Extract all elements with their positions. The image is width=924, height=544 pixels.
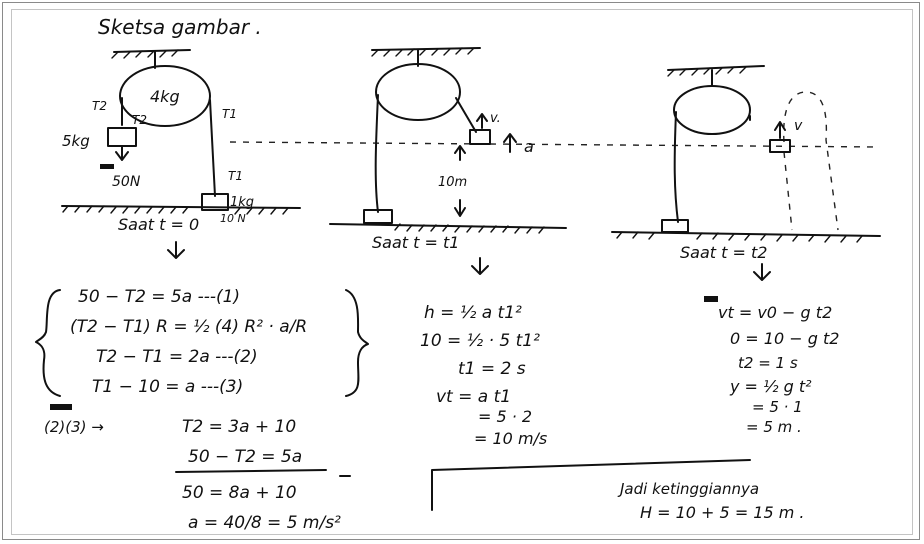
- conclusion-bracket: [431, 459, 751, 511]
- kinematics-right: vt = v0 − g t2 0 = 10 − g t2 t2 = 1 s y …: [704, 296, 839, 436]
- block-rising: [469, 129, 491, 145]
- pulley-1: [119, 65, 211, 127]
- rope-left-3: [673, 111, 679, 223]
- diagram-state-t1: v. a 10m Saat t = t1: [329, 47, 567, 275]
- equation-torque: (T2 − T1) R = ½ (4) R² · a/R: [70, 317, 307, 337]
- svg-text:T2: T2: [92, 99, 107, 113]
- middle-eq-3: t1 = 2 s: [458, 359, 526, 379]
- right-eq-2: 0 = 10 − g t2: [730, 329, 839, 348]
- arrow-down-3: [753, 263, 771, 281]
- floor-3: [611, 231, 881, 237]
- kinematics-middle: h = ½ a t1² 10 = ½ · 5 t1² t1 = 2 s vt =…: [420, 303, 547, 448]
- right-eq-5: = 5 · 1: [752, 398, 803, 416]
- derivation-left: (2)(3) → T2 = 3a + 10 50 − T2 = 5a 50 = …: [44, 404, 351, 533]
- height-label: 10m: [438, 175, 467, 190]
- velocity-label-2: v.: [490, 111, 501, 126]
- block-top: [769, 139, 791, 153]
- block-5kg: [107, 127, 137, 147]
- svg-text:T1: T1: [222, 107, 237, 121]
- block-ground-3: [661, 219, 689, 233]
- right-brace: [345, 289, 369, 397]
- pulley-mass-label: 4kg: [150, 87, 180, 106]
- right-eq-3: t2 = 1 s: [738, 354, 798, 372]
- conclusion: Jadi ketinggiannya H = 10 + 5 = 15 m .: [431, 459, 805, 522]
- middle-eq-6: = 10 m/s: [474, 429, 547, 448]
- equation-3: T1 − 10 = a ---(3): [92, 377, 243, 397]
- reference-line: [229, 141, 881, 148]
- equation-2: T2 − T1 = 2a ---(2): [96, 347, 258, 367]
- derivation-line-3: 50 = 8a + 10: [182, 483, 297, 503]
- derivation-intro: (2)(3) →: [44, 418, 104, 436]
- conclusion-line-1: Jadi ketinggiannya: [617, 480, 759, 498]
- pulley-3: [673, 85, 751, 135]
- mass-left-label: 5kg: [62, 132, 90, 150]
- weight-right-label: 10 N: [220, 212, 246, 225]
- right-eq-6: = 5 m .: [746, 418, 802, 436]
- middle-eq-4: vt = a t1: [436, 387, 511, 407]
- equations-system: 50 − T2 = 5a ---(1) (T2 − T1) R = ½ (4) …: [35, 287, 369, 397]
- caption-1: Saat t = 0: [118, 215, 199, 234]
- sum-line: [175, 469, 327, 473]
- derivation-line-2: 50 − T2 = 5a: [188, 447, 302, 467]
- image-inner-border: [11, 9, 913, 535]
- middle-eq-1: h = ½ a t1²: [424, 303, 522, 323]
- block-ground: [363, 209, 393, 224]
- rope-right-2: [455, 97, 477, 133]
- arrow-down-2: [471, 257, 489, 275]
- floor-1: [61, 205, 301, 209]
- mass-right-label: 1kg: [230, 195, 254, 210]
- velocity-label-3: v: [794, 118, 803, 134]
- accel-label: a: [524, 137, 534, 156]
- caption-2: Saat t = t1: [372, 233, 459, 252]
- page-title: Sketsa gambar .: [98, 15, 262, 39]
- derivation-line-1: T2 = 3a + 10: [182, 417, 296, 437]
- rope-left-2: [374, 94, 379, 213]
- trajectory-dashed: [783, 91, 839, 231]
- caption-3: Saat t = t2: [680, 243, 767, 262]
- ceiling-3: [667, 65, 765, 71]
- right-eq-4: y = ½ g t²: [729, 377, 812, 396]
- svg-text:T2: T2: [132, 113, 147, 127]
- right-eq-1: vt = v0 − g t2: [718, 303, 832, 322]
- derivation-result: a = 40/8 = 5 m/s²: [188, 513, 341, 533]
- arrow-down-1: [167, 241, 185, 259]
- diagram-state-t2: v Saat t = t2: [611, 65, 881, 281]
- middle-eq-5: = 5 · 2: [478, 407, 532, 426]
- rope-right-1: [209, 99, 216, 197]
- equation-1: 50 − T2 = 5a ---(1): [78, 287, 240, 307]
- block-1kg: [201, 193, 229, 211]
- svg-text:T1: T1: [228, 169, 243, 183]
- left-brace: [35, 289, 61, 397]
- diagram-initial-state: 4kg T2 T2 5kg 50N T1 T1 1kg 10 N Saat t …: [61, 49, 301, 259]
- middle-eq-2: 10 = ½ · 5 t1²: [420, 331, 540, 351]
- conclusion-line-2: H = 10 + 5 = 15 m .: [640, 503, 805, 522]
- weight-left-label: 50N: [112, 174, 141, 190]
- pulley-2: [375, 63, 461, 121]
